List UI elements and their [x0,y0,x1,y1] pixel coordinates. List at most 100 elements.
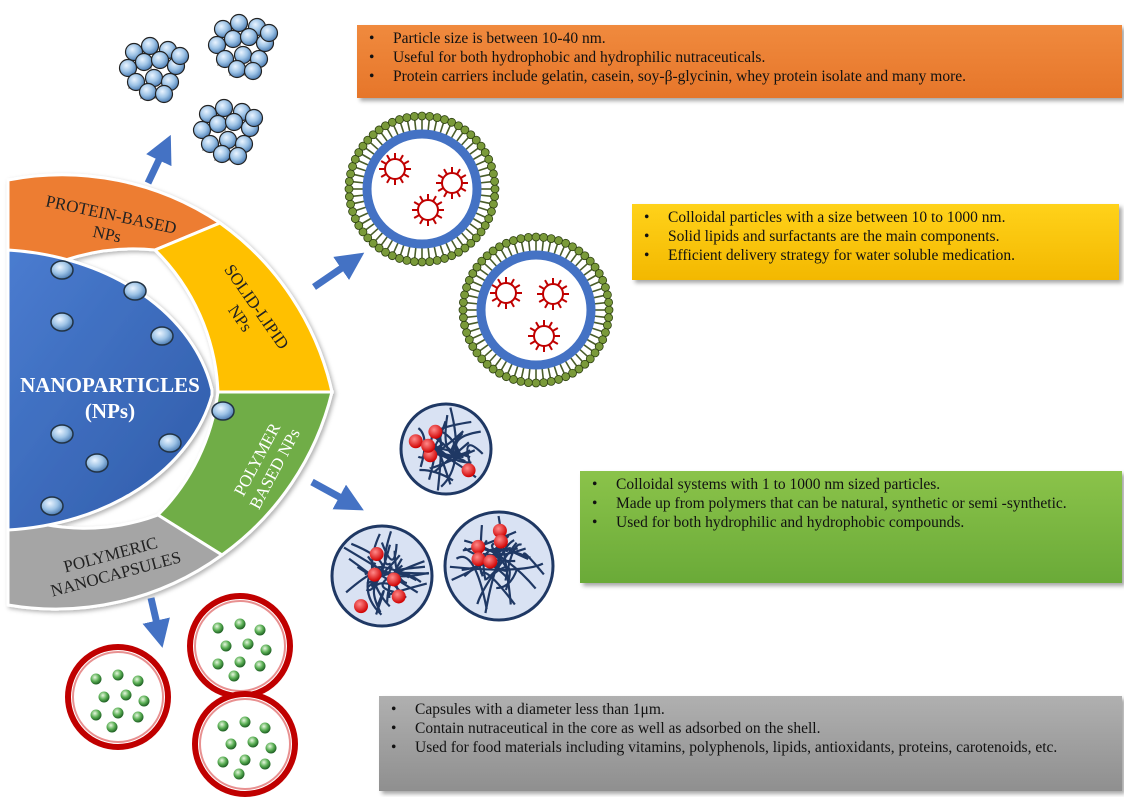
polymer-strand [436,447,452,485]
lipid-head [432,256,442,265]
lipid-head [363,135,373,145]
protein-nanoparticle-clusters [118,13,279,166]
lipid-head [490,192,500,202]
polymeric-nanocapsules [65,593,298,797]
micelle-spike [399,177,404,184]
capsule-green-sphere [228,670,240,682]
micelle [384,158,406,180]
lipid-head [358,227,368,237]
capsule-shell [192,691,298,797]
solid-lipid-particle [344,111,500,267]
protein-sphere [212,144,232,164]
micelle-spike [514,284,521,289]
polymer-strand [442,454,464,459]
polymer-drug-dot [461,463,476,478]
protein-cluster [118,36,190,104]
lipid-head [482,359,492,369]
center-title-line1: NANOPARTICLES [20,373,200,397]
micelle-spike [436,201,443,206]
solid-lipid-nanoparticles [344,111,614,388]
lipid-head [374,125,384,135]
solid-lipid-info-box: Colloidal particles with a size between … [632,204,1119,280]
lipid-head [350,154,360,164]
arrows [142,134,365,648]
lipid-head [531,378,541,388]
micelle [533,325,555,347]
lipid-head [409,111,419,121]
lipid-head [476,227,486,237]
capsule-green-sphere [225,738,237,750]
micelle-spike [538,298,545,303]
sln-info-item: Efficient delivery strategy for water so… [644,246,1109,265]
capsule-green-sphere [217,756,229,768]
lipid-head [546,234,556,243]
polymer-strand [491,542,502,556]
micelle-spike [557,279,562,286]
micelle-spike [491,297,498,302]
lipid-head [568,242,577,252]
protein-sphere [214,98,234,118]
micelle-spike [460,174,467,179]
capsule-green-sphere [233,768,245,780]
lipid-head [488,364,498,374]
capsule-green-sphere [120,689,132,701]
center-title-line2: (NPs) [85,399,135,423]
micelle-spike [437,174,444,179]
lipid-head [468,342,478,351]
lipid-head [454,121,463,131]
polymeric-capsule-segment [6,511,225,611]
lipid-head [346,199,355,209]
capsule-green-sphere [212,622,224,634]
lipid-head [539,378,549,388]
lipid-head [402,256,412,265]
polymer-strand [480,571,516,606]
micelle-spike [413,201,420,206]
polymer-strand [419,468,454,482]
polymer-drug-dot [493,534,508,549]
lipid-head [480,221,490,230]
lipid-head [460,320,469,330]
protein-sphere [150,50,170,70]
arrow-polymer [310,478,364,511]
micelle-spike [535,321,540,328]
lipid-head [554,375,563,384]
sln-info-item: Solid lipids and surfactants are the mai… [644,227,1109,246]
capsule-segment-label: POLYMERIC NANOCAPSULES [49,533,183,601]
lipid-head [368,238,378,248]
micelle-spike [436,214,443,219]
polymer-strand [444,414,471,456]
lipid-head [460,243,470,253]
lipid-head [472,348,482,358]
lipid-head [598,335,608,345]
micelle-spike [460,187,467,192]
polymer-particle [399,402,493,496]
capsule-green-sphere [132,675,144,687]
lipid-head [482,251,492,261]
capsule-shell [65,644,171,750]
lipid-head [509,236,518,245]
lipid-head [487,162,496,171]
capsule-green-sphere [212,658,224,670]
micelle-spike [419,218,424,225]
nanocapsule [65,644,171,750]
lipid-head [490,176,500,186]
lipid-head [516,234,526,243]
micelle-spike [491,284,498,289]
protein-cluster [192,98,264,166]
polymer-strand [380,542,398,561]
capsule-green-sphere [220,640,232,652]
lipid-head [417,257,427,267]
lipid-head [354,148,364,157]
protein-sphere [140,36,160,56]
capsule-green-sphere [98,691,110,703]
micelle-spike [529,340,536,345]
lipid-head [603,320,612,330]
polymer-drug-dot [492,523,507,538]
lipid-head [604,305,614,315]
core-spheres [40,260,235,516]
lipid-head [460,125,470,135]
micelle-spike [544,302,549,309]
lipid-head [590,348,600,358]
capsule-green-sphere [254,660,266,672]
